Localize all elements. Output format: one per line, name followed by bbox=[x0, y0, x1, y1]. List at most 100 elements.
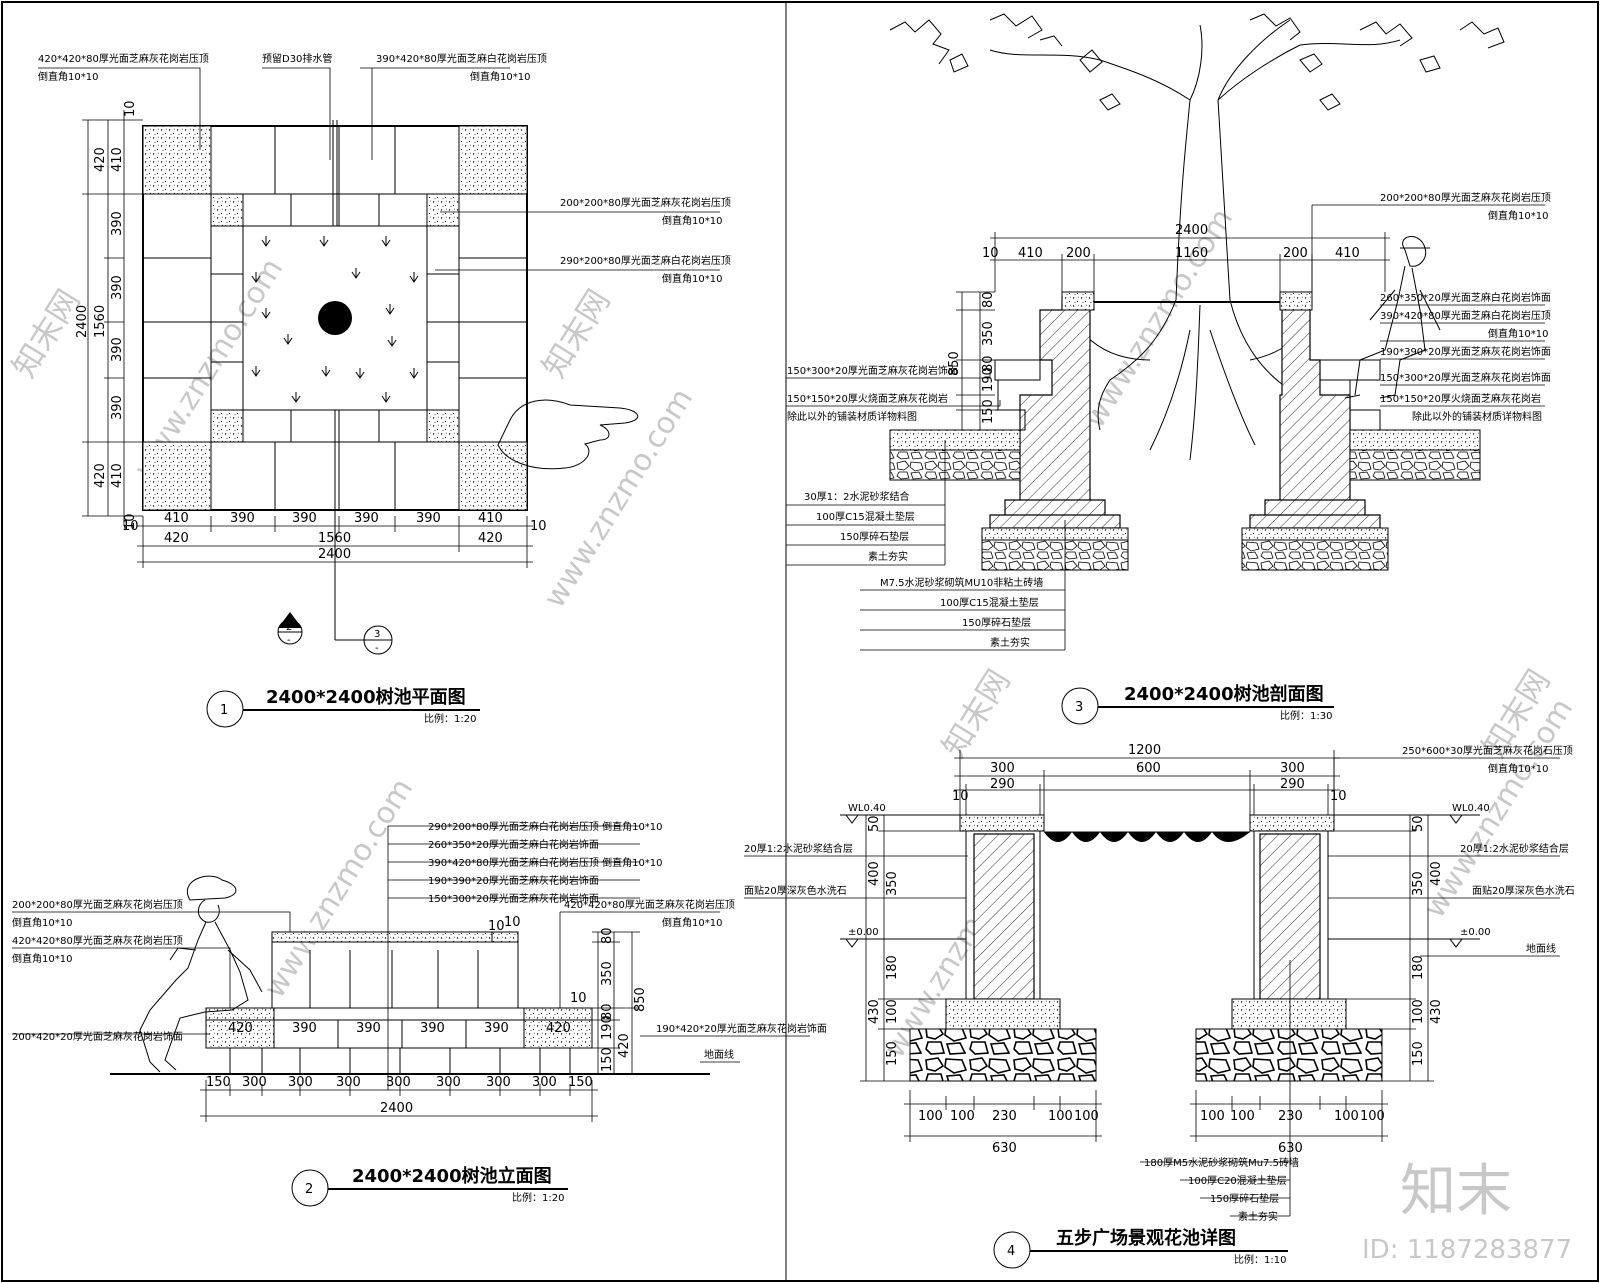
dim-text: 100 bbox=[1334, 1109, 1359, 1124]
dim-text: 100 bbox=[1230, 1109, 1255, 1124]
elevation-label: 地面线 bbox=[704, 1048, 734, 1061]
dim-text: 80 bbox=[981, 355, 996, 372]
dim-text: 300 bbox=[532, 1075, 557, 1090]
dim-text: 1160 bbox=[1175, 246, 1208, 261]
detail-dims-right: 50 350 400 180 430 100 150 bbox=[1411, 815, 1444, 1066]
section-footing-left bbox=[989, 499, 1121, 529]
plan-planting-symbols bbox=[251, 236, 419, 403]
section-labels-right: 200*200*80厚光面芝麻灰花岗岩压顶 倒直角10*10 260*350*2… bbox=[1380, 191, 1551, 423]
detail-dims-top: 1200 300 600 300 10 290 290 10 bbox=[952, 743, 1347, 804]
dim-text: 630 bbox=[992, 1141, 1017, 1156]
section-label: 100厚C15混凝土垫层 bbox=[816, 510, 915, 523]
dim-text: 80 bbox=[981, 291, 996, 308]
elevation-label: 420*420*80厚光面芝麻灰花岗岩压顶 bbox=[12, 934, 183, 947]
dim-text: 390 bbox=[292, 511, 317, 526]
watermark-brand: 知末网 bbox=[935, 663, 1018, 765]
detail-dim-lines-left bbox=[860, 814, 966, 1082]
dim-text: 350 bbox=[981, 321, 996, 346]
dim-text: 230 bbox=[992, 1109, 1017, 1124]
elevation-label: 倒直角10*10 bbox=[662, 916, 722, 929]
section-label: 素土夯实 bbox=[990, 636, 1030, 649]
plan-corner-cap bbox=[142, 125, 212, 195]
dim-text: 180 bbox=[1411, 955, 1426, 980]
dim-text: 190 bbox=[600, 1015, 615, 1040]
detail-label: 250*600*30厚光面芝麻灰花岗石压顶 bbox=[1402, 744, 1573, 757]
dim-text: 430 bbox=[867, 999, 882, 1024]
elevation-drawing: 290*200*80厚光面芝麻白花岗岩压顶 倒直角10*10 260*350*2… bbox=[12, 820, 827, 1207]
detail-level: ±0.00 bbox=[1460, 927, 1491, 938]
dim-text: 290 bbox=[990, 777, 1015, 792]
dim-text: 300 bbox=[242, 1075, 267, 1090]
section-label: 150厚碎石垫层 bbox=[962, 616, 1031, 629]
plan-inner-corner-cap bbox=[426, 193, 460, 227]
dim-text: 150 bbox=[885, 1041, 900, 1066]
dim-text: 150 bbox=[1411, 1041, 1426, 1066]
dim-text: 350 bbox=[1411, 871, 1426, 896]
detail-leaders-left bbox=[744, 855, 968, 899]
elevation-label: 倒直角10*10 bbox=[12, 952, 72, 965]
detail-leaders-bottom bbox=[1140, 960, 1291, 1217]
detail-soil-scallops bbox=[1044, 832, 1250, 842]
elevation-dim-lines-right bbox=[592, 931, 640, 1075]
plan-outer-joints bbox=[143, 126, 527, 510]
section-dim-lines-left bbox=[956, 291, 995, 431]
dim-text: 100 bbox=[1048, 1109, 1073, 1124]
elevation-woman-sketch bbox=[139, 875, 263, 1073]
section-label: 倒直角10*10 bbox=[1488, 209, 1548, 222]
elevation-title-block: 2 2400*2400树池立面图 比例：1:20 bbox=[291, 1165, 568, 1207]
plan-section-mark-number: 3 bbox=[374, 629, 380, 640]
section-label: 190*390*20厚光面芝麻灰花岗岩饰面 bbox=[1380, 345, 1551, 358]
dim-text: 400 bbox=[867, 861, 882, 886]
dim-text: 100 bbox=[1411, 999, 1426, 1024]
dim-text: 180 bbox=[885, 955, 900, 980]
elevation-labels-top: 290*200*80厚光面芝麻白花岗岩压顶 倒直角10*10 260*350*2… bbox=[428, 820, 663, 905]
dim-text: 420 bbox=[93, 463, 108, 488]
dim-text: 230 bbox=[1278, 1109, 1303, 1124]
dim-text: 420 bbox=[164, 531, 189, 546]
section-number: 3 bbox=[1075, 700, 1083, 715]
plan-label: 预留D30排水管 bbox=[262, 52, 332, 65]
dim-text: 420 bbox=[478, 531, 503, 546]
plan-dims-left: 10 420 410 390 390 390 390 410 420 10 15… bbox=[75, 100, 138, 530]
section-title-block: 3 2400*2400树池剖面图 比例：1:30 bbox=[1061, 683, 1334, 725]
detail-cap-right bbox=[1249, 814, 1335, 832]
watermark-logo: 知末 bbox=[1400, 1159, 1512, 1224]
dim-text: 10 bbox=[530, 519, 547, 534]
plan-dim-lines-left bbox=[82, 110, 143, 526]
dim-text: 390 bbox=[292, 1021, 317, 1036]
section-gravel-left bbox=[889, 449, 1021, 481]
watermark-brand: 知末网 bbox=[535, 283, 618, 385]
section-label: 倒直角10*10 bbox=[1488, 327, 1548, 340]
section-label: 素土夯实 bbox=[868, 550, 908, 563]
elevation-label: 260*350*20厚光面芝麻白花岗岩饰面 bbox=[428, 838, 599, 851]
plan-inner-corner-cap bbox=[210, 409, 244, 443]
dim-text: 300 bbox=[486, 1075, 511, 1090]
detail-footing-right bbox=[1231, 998, 1347, 1030]
detail-label: 20厚1:2水泥砂浆结合层 bbox=[744, 842, 853, 855]
elevation-label: 200*420*20厚光面芝麻灰花岗岩饰面 bbox=[12, 1030, 183, 1043]
dim-text: 2400 bbox=[75, 305, 90, 338]
dim-text: 10 bbox=[123, 100, 138, 117]
dim-text: 300 bbox=[386, 1075, 411, 1090]
dim-text: 150 bbox=[568, 1075, 593, 1090]
plan-title: 2400*2400树池平面图 bbox=[266, 686, 466, 708]
dim-text: 150 bbox=[981, 399, 996, 424]
dim-text: 410 bbox=[164, 511, 189, 526]
elevation-scale: 比例：1:20 bbox=[512, 1191, 564, 1204]
dim-text: 420 bbox=[546, 1021, 571, 1036]
section-label: M7.5水泥砂浆砌筑MU10非粘土砖墙 bbox=[880, 576, 1043, 589]
elevation-dims-right: 80 350 80 190 420 150 850 bbox=[600, 927, 648, 1072]
plan-elevation-mark: 2 - bbox=[277, 612, 303, 646]
section-drawing: 2400 10 410 200 1160 200 410 80 350 850 … bbox=[786, 13, 1551, 725]
plan-section-mark-sub: - bbox=[375, 643, 379, 654]
section-label: 150*150*20厚火烧面芝麻灰花岗岩 bbox=[787, 392, 948, 405]
section-base-left bbox=[981, 539, 1129, 571]
detail-title-block: 4 五步广场景观花池详图 比例：1:10 bbox=[993, 1227, 1288, 1269]
detail-title: 五步广场景观花池详图 bbox=[1056, 1227, 1236, 1249]
detail-gravel-right bbox=[1195, 1028, 1383, 1082]
plan-dim-lines-bottom bbox=[137, 516, 533, 568]
dim-text: 850 bbox=[633, 987, 648, 1012]
dim-text: 390 bbox=[110, 211, 125, 236]
section-label: 150*300*20厚光面芝麻灰花岗岩饰面 bbox=[787, 364, 958, 377]
